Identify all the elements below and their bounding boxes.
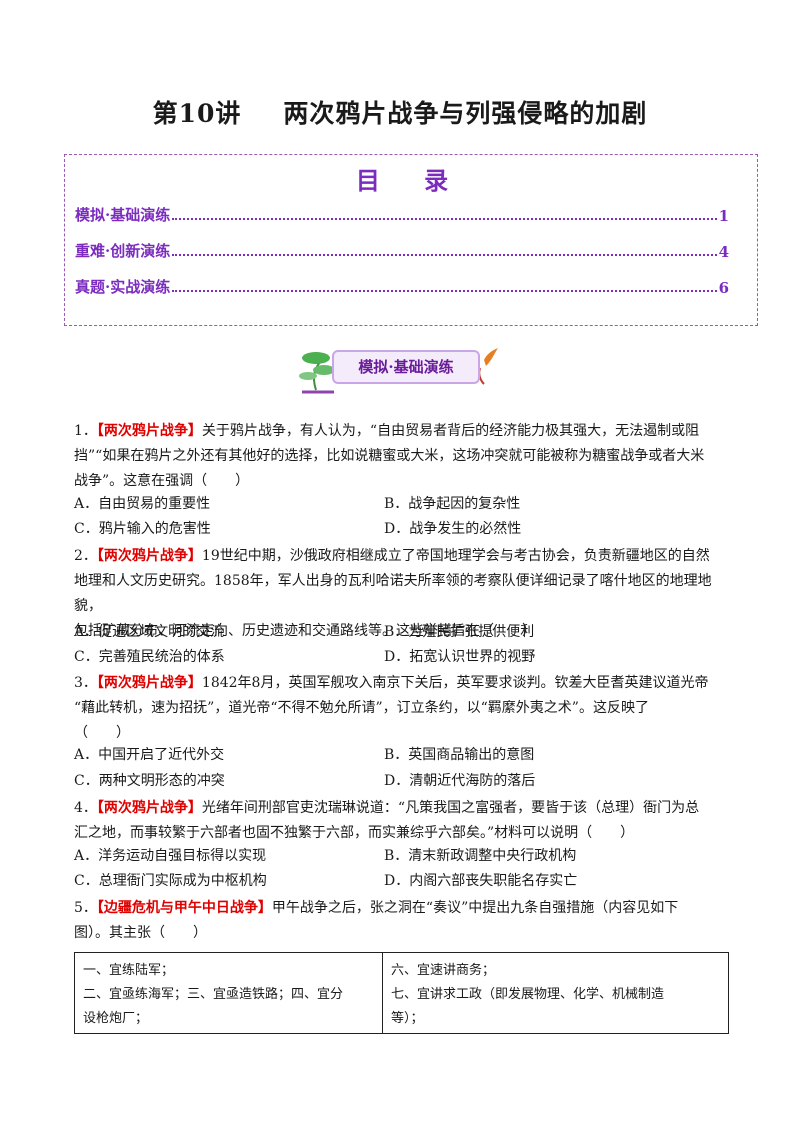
- question-text-line: “藉此转机，速为招抚”，道光帝“不得不勉允所请”，订立条约，以“羁縻外夷之术”。…: [74, 700, 649, 716]
- toc-leader-dots: [172, 290, 717, 292]
- question-tag: 【边疆危机与甲午中日战争】: [96, 900, 272, 916]
- question-4: 4．【两次鸦片战争】光绪年间刑部官吏沈瑞琳说道：“凡策我国之富强者，要皆于该（总…: [74, 796, 734, 846]
- section-badge-label: 模拟·基础演练: [332, 350, 480, 384]
- question-2: 2．【两次鸦片战争】19世纪中期，沙俄政府相继成立了帝国地理学会与考古协会，负责…: [74, 544, 734, 644]
- toc-item-label: 真题·实战演练: [75, 278, 171, 296]
- table-line: 等）；: [391, 1011, 424, 1026]
- option-b[interactable]: B．战争起因的复杂性: [384, 496, 521, 512]
- option-c[interactable]: C．完善殖民统治的体系: [74, 649, 225, 665]
- question-text-line: 光绪年间刑部官吏沈瑞琳说道：“凡策我国之富强者，要皆于该（总理）衙门为总: [201, 800, 700, 816]
- question-number: 4．: [74, 800, 97, 816]
- question-number: 1．: [74, 423, 97, 439]
- question-text-line: （ ）: [74, 725, 130, 741]
- option-c[interactable]: C．总理衙门实际成为中枢机构: [74, 873, 267, 889]
- option-b[interactable]: B．英国商品输出的意图: [384, 747, 535, 763]
- toc-item-page: 1: [718, 207, 729, 225]
- option-a[interactable]: A．自由贸易的重要性: [74, 496, 211, 512]
- title-lecture: 第10讲: [152, 99, 242, 128]
- table-of-contents: 目 录 模拟·基础演练 1 重难·创新演练 4 真题·实战演练 6: [64, 154, 758, 326]
- plant-decoration-icon: [299, 348, 498, 394]
- question-tag: 【两次鸦片战争】: [96, 800, 202, 816]
- option-a[interactable]: A．洋务运动自强目标得以实现: [74, 848, 267, 864]
- option-c[interactable]: C．鸦片输入的危害性: [74, 521, 211, 537]
- toc-heading: 目 录: [355, 166, 467, 195]
- table-cell-left: 一、宜练陆军； 二、宜亟练海军；三、宜亟造铁路；四、宜分 设枪炮厂；: [75, 953, 383, 1033]
- question-text-line: 挡”“如果在鸦片之外还有其他好的选择，比如说糖蜜或大米，这场冲突就可能被称为糖蜜…: [74, 448, 705, 464]
- toc-item-page: 6: [718, 279, 729, 297]
- table-cell-right: 六、宜速讲商务； 七、宜讲求工政（即发展物理、化学、机械制造 等）；: [383, 953, 728, 1033]
- question-3: 3．【两次鸦片战争】1842年8月，英国军舰攻入南京下关后，英军要求谈判。钦差大…: [74, 671, 734, 746]
- option-d[interactable]: D．内阁六部丧失职能名存实亡: [384, 873, 578, 889]
- toc-leader-dots: [172, 218, 717, 220]
- option-a[interactable]: A．促进区域文明的交流: [74, 624, 225, 640]
- question-text-line: 包括矿藏分布、河流走向、历史遗迹和交通路线等。这些举措旨在（ ）: [74, 623, 536, 639]
- question-text-line: 汇之地，而事较繁于六部者也固不独繁于六部，而实兼综乎六部矣。”材料可以说明（ ）: [74, 825, 635, 841]
- toc-item-innovation[interactable]: 重难·创新演练 4: [75, 239, 729, 261]
- option-d[interactable]: D．清朝近代海防的落后: [384, 773, 536, 789]
- question-text-line: 甲午战争之后，张之洞在“奏议”中提出九条自强措施（内容见如下: [271, 900, 679, 916]
- toc-item-label: 模拟·基础演练: [75, 206, 171, 224]
- table-line: 六、宜速讲商务；: [391, 963, 496, 978]
- question-text-line: 地理和人文历史研究。1858年，军人出身的瓦利哈诺夫所率领的考察队便详细记录了喀…: [74, 573, 712, 614]
- option-d[interactable]: D．拓宽认识世界的视野: [384, 649, 536, 665]
- document-title: 第10讲 两次鸦片战争与列强侵略的加剧: [0, 94, 800, 130]
- option-b[interactable]: B．清末新政调整中央行政机构: [384, 848, 577, 864]
- question-text-line: 19世纪中期，沙俄政府相继成立了帝国地理学会与考古协会，负责新疆地区的自然: [201, 548, 710, 564]
- question-tag: 【两次鸦片战争】: [96, 423, 202, 439]
- section-badge: 模拟·基础演练: [294, 338, 504, 398]
- question-text-line: 图）。其主张（ ）: [74, 925, 207, 941]
- option-c[interactable]: C．两种文明形态的冲突: [74, 773, 225, 789]
- table-line: 七、宜讲求工政（即发展物理、化学、机械制造: [391, 987, 665, 1002]
- question-tag: 【两次鸦片战争】: [96, 548, 202, 564]
- question-text-line: 关于鸦片战争，有人认为，“自由贸易者背后的经济能力极其强大，无法遏制或阻: [201, 423, 700, 439]
- toc-item-label: 重难·创新演练: [75, 242, 171, 260]
- question-number: 5．: [74, 900, 97, 916]
- question-text-line: 1842年8月，英国军舰攻入南京下关后，英军要求谈判。钦差大臣耆英建议道光帝: [201, 675, 709, 691]
- question-tag: 【两次鸦片战争】: [96, 675, 202, 691]
- toc-item-real-exam[interactable]: 真题·实战演练 6: [75, 275, 729, 297]
- option-b[interactable]: B．为殖民扩张提供便利: [384, 624, 535, 640]
- question-number: 3．: [74, 675, 97, 691]
- title-topic: 两次鸦片战争与列强侵略的加剧: [283, 99, 648, 128]
- question-5: 5．【边疆危机与甲午中日战争】甲午战争之后，张之洞在“奏议”中提出九条自强措施（…: [74, 896, 734, 946]
- toc-item-basic[interactable]: 模拟·基础演练 1: [75, 203, 729, 225]
- question-text-line: 战争”。这意在强调（ ）: [74, 473, 250, 489]
- table-line: 设枪炮厂；: [83, 1011, 149, 1026]
- option-d[interactable]: D．战争发生的必然性: [384, 521, 522, 537]
- measures-table: 一、宜练陆军； 二、宜亟练海军；三、宜亟造铁路；四、宜分 设枪炮厂； 六、宜速讲…: [74, 952, 729, 1034]
- toc-leader-dots: [172, 254, 717, 256]
- question-1: 1．【两次鸦片战争】关于鸦片战争，有人认为，“自由贸易者背后的经济能力极其强大，…: [74, 419, 734, 494]
- option-a[interactable]: A．中国开启了近代外交: [74, 747, 225, 763]
- toc-item-page: 4: [718, 243, 729, 261]
- table-line: 二、宜亟练海军；三、宜亟造铁路；四、宜分: [83, 987, 344, 1002]
- question-number: 2．: [74, 548, 97, 564]
- table-line: 一、宜练陆军；: [83, 963, 175, 978]
